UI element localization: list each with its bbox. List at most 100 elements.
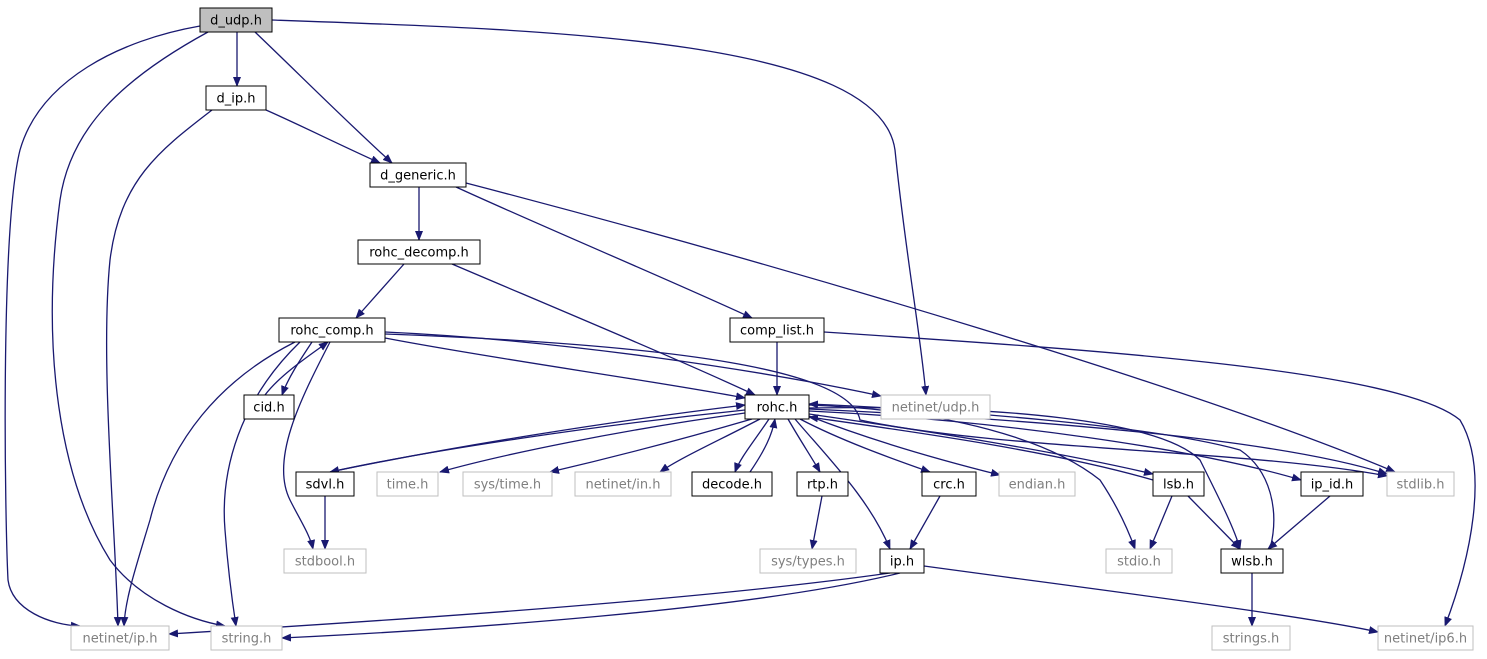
node-label: lsb.h [1163, 478, 1194, 493]
node-label: endian.h [1009, 478, 1066, 493]
node-rohc-comp[interactable]: rohc_comp.h [278, 317, 386, 343]
node-box [376, 471, 439, 497]
node-box [1152, 471, 1205, 497]
edge-line [1187, 495, 1241, 550]
node-box [796, 471, 849, 497]
node-box [243, 394, 295, 420]
node-lsb[interactable]: lsb.h [1152, 471, 1205, 497]
edge-rohc_comp-to-stdlib [384, 333, 1388, 479]
edge-rohc-to-sys_time [549, 418, 753, 474]
edge-lsb-to-stdio [1149, 495, 1173, 550]
edge-line [451, 263, 756, 396]
edge-line [264, 341, 329, 396]
edge-rohc_comp-to-stdbool [282, 341, 331, 550]
node-rohc[interactable]: rohc.h [744, 394, 810, 420]
node-wlsb[interactable]: wlsb.h [1220, 548, 1284, 574]
node-box [70, 625, 170, 651]
node-stdbool: stdbool.h [283, 548, 367, 574]
edge-ip-to-string [281, 572, 901, 642]
edge-line [281, 341, 313, 396]
node-comp-list[interactable]: comp_list.h [729, 317, 825, 343]
edge-d_ip-to-netinet_ip [105, 109, 213, 627]
nodes-layer: d_udp.h d_ip.h d_generic.h rohc_decomp.hroh… [70, 7, 1474, 651]
edge-line [271, 19, 930, 396]
node-label: stdbool.h [295, 555, 355, 570]
edge-rohc_comp-to-rohc [384, 337, 746, 401]
edge-rohc-to-decode [734, 418, 770, 473]
node-d-udp[interactable]: d_udp.h [199, 7, 273, 33]
node-box [205, 85, 267, 111]
edge-line [799, 418, 931, 473]
edge-rohc-to-lsb [808, 413, 1154, 476]
node-label: sys/types.h [771, 555, 845, 570]
node-label: sys/time.h [474, 478, 541, 493]
edge-line [923, 565, 1379, 634]
edge-line [808, 415, 1001, 477]
edge-rohc-to-sdvl [329, 409, 746, 474]
edge-line [1267, 495, 1331, 550]
edge-rohc-to-crc [799, 418, 931, 473]
edge-line [105, 109, 213, 627]
edge-line [254, 31, 393, 164]
edge-rohc_comp-to-cid [281, 341, 313, 396]
node-label: d_ip.h [217, 92, 256, 107]
node-sys-time: sys/time.h [462, 471, 553, 497]
node-box [574, 471, 672, 497]
node-d-ip[interactable]: d_ip.h [205, 85, 267, 111]
node-sdvl[interactable]: sdvl.h [295, 471, 355, 497]
node-box [1386, 471, 1455, 497]
edge-d_generic-to-stdlib [465, 182, 1396, 473]
node-label: ip.h [890, 555, 914, 570]
edge-line [465, 182, 1396, 473]
edge-line [734, 418, 770, 473]
node-rtp[interactable]: rtp.h [796, 471, 849, 497]
node-sys-types: sys/types.h [759, 548, 857, 574]
edge-line [355, 263, 405, 319]
node-label: netinet/udp.h [892, 401, 980, 416]
node-box [729, 317, 825, 343]
node-decode[interactable]: decode.h [691, 471, 773, 497]
node-label: sdvl.h [306, 478, 345, 493]
node-ip[interactable]: ip.h [879, 548, 925, 574]
node-box [1105, 548, 1173, 574]
node-crc[interactable]: crc.h [921, 471, 977, 497]
node-label: d_udp.h [210, 14, 262, 29]
node-rohc-decomp[interactable]: rohc_decomp.h [357, 239, 481, 265]
edge-line [329, 409, 746, 474]
edge-d_udp-to-d_generic [254, 31, 393, 164]
node-label: rtp.h [807, 478, 838, 493]
node-strings: strings.h [1211, 625, 1291, 651]
edge-lsb-to-rohc [808, 414, 1154, 481]
node-box [759, 548, 857, 574]
node-box [283, 548, 367, 574]
edge-line [282, 341, 331, 550]
edge-cid-to-rohc_comp [264, 341, 329, 396]
edge-line [659, 418, 761, 473]
node-label: netinet/ip.h [83, 632, 158, 647]
edge-line [384, 331, 882, 399]
node-label: time.h [387, 478, 429, 493]
node-box [295, 471, 355, 497]
node-box [879, 548, 925, 574]
node-cid[interactable]: cid.h [243, 394, 295, 420]
node-box [691, 471, 773, 497]
edge-line [384, 337, 746, 401]
edge-sdvl-to-rohc [329, 402, 746, 473]
node-label: d_generic.h [380, 169, 456, 184]
node-label: netinet/in.h [586, 478, 661, 493]
node-label: ip_id.h [1311, 478, 1354, 493]
edge-rohc_comp-to-string [223, 341, 301, 627]
node-time: time.h [376, 471, 439, 497]
node-label: strings.h [1223, 632, 1279, 647]
edge-crc-to-ip [909, 495, 941, 550]
edge-rtp-to-sys_types [809, 495, 823, 550]
node-box [744, 394, 810, 420]
edge-d_udp-to-netinet_udp [271, 19, 930, 396]
edge-line [909, 495, 941, 550]
edge-line [455, 186, 753, 319]
node-ip-id[interactable]: ip_id.h [1300, 471, 1364, 497]
node-d-generic[interactable]: d_generic.h [369, 162, 467, 188]
node-label: comp_list.h [740, 324, 814, 339]
node-box [880, 394, 991, 420]
